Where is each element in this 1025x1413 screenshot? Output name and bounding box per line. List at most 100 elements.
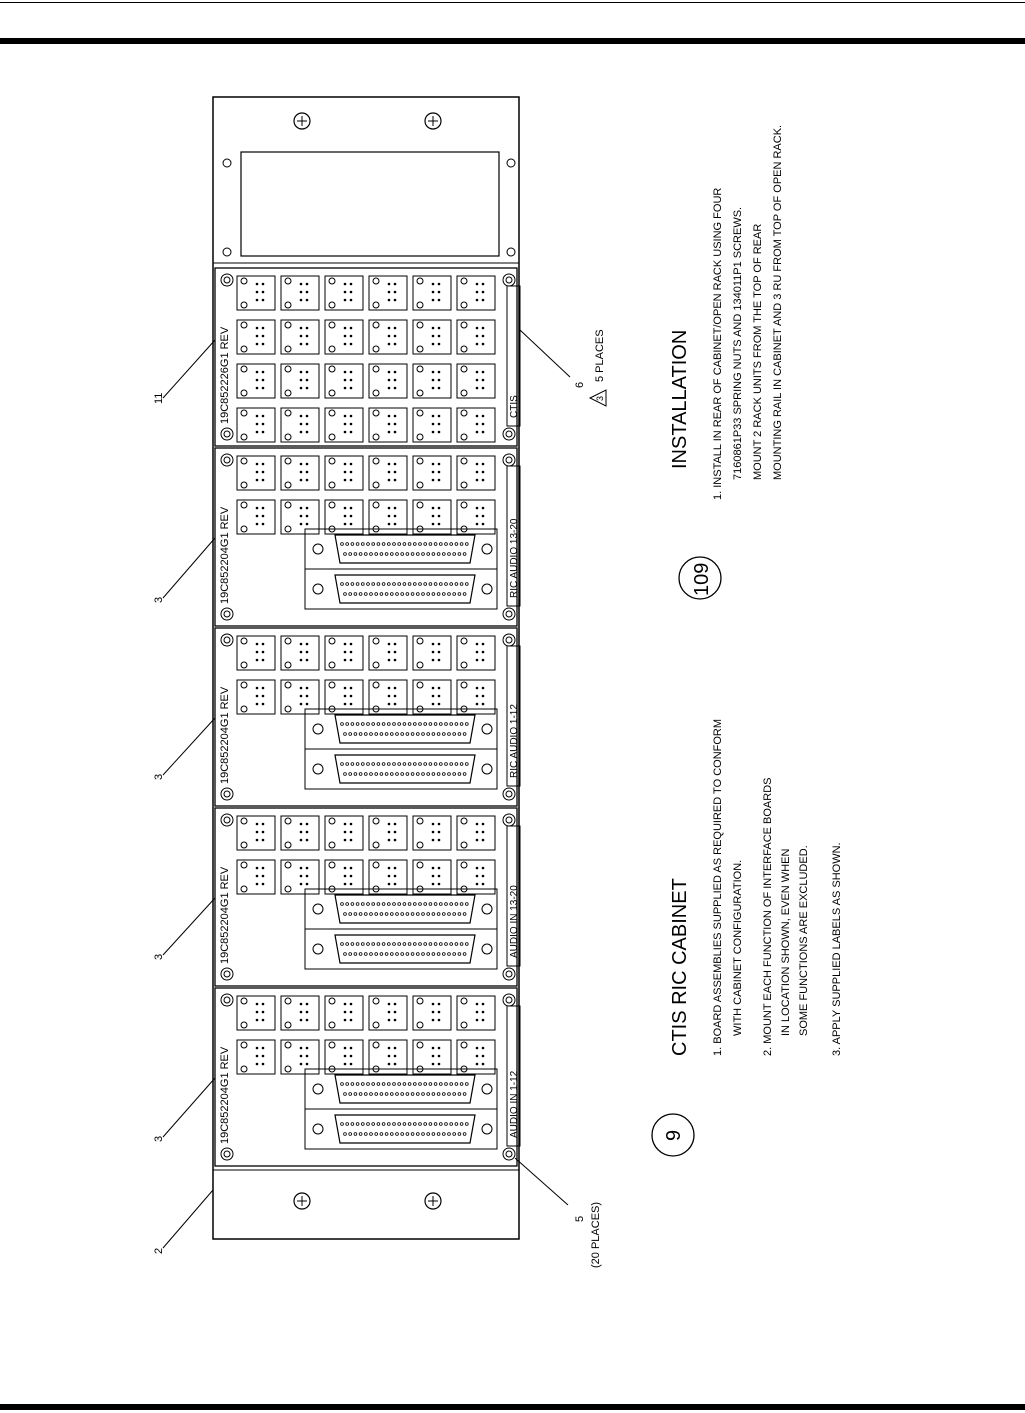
rj-jack-icon bbox=[236, 363, 276, 399]
panel-screw-icon bbox=[502, 993, 516, 1007]
top-mount-area bbox=[222, 112, 516, 257]
cabinet-note-2c: SOME FUNCTIONS ARE EXCLUDED. bbox=[798, 845, 810, 1036]
rj-jack-icon bbox=[368, 455, 408, 491]
rj-jack-icon bbox=[456, 275, 496, 311]
panel-screw-icon bbox=[220, 967, 234, 981]
rj-jack-icon bbox=[368, 275, 408, 311]
rj-jack-icon bbox=[236, 499, 276, 535]
callout-screws: 5 bbox=[574, 1216, 586, 1222]
rack-screw-icon bbox=[293, 112, 311, 130]
callout-frame: 2 bbox=[153, 1248, 165, 1254]
installation-line-3: MOUNT 2 RACK UNITS FROM THE TOP OF REAR bbox=[752, 224, 764, 480]
rj-jack-icon bbox=[280, 275, 320, 311]
callout-labels-note: 5 PLACES bbox=[594, 329, 606, 382]
rj-jack-icon bbox=[412, 275, 452, 311]
rj-jack-icon bbox=[236, 859, 276, 895]
panel-screw-icon bbox=[220, 607, 234, 621]
rj-jack-icon bbox=[280, 455, 320, 491]
panel-screw-icon bbox=[220, 813, 234, 827]
panel-outline bbox=[214, 807, 518, 987]
panel-outline bbox=[214, 627, 518, 807]
panel-part-number: 19C852204G1 REV bbox=[219, 1046, 231, 1144]
cabinet-title: CTIS RIC CABINET bbox=[669, 878, 691, 1056]
panel-screw-icon bbox=[220, 427, 234, 441]
rj-jack-icon bbox=[280, 319, 320, 355]
rj-jack-icon bbox=[412, 455, 452, 491]
rj-jack-icon bbox=[324, 363, 364, 399]
dsub-connector-icon bbox=[304, 568, 498, 610]
panel-screw-icon bbox=[502, 787, 516, 801]
rj-jack-icon bbox=[324, 455, 364, 491]
rj-jack-icon bbox=[236, 407, 276, 443]
rj-jack-icon bbox=[236, 995, 276, 1031]
callout-labels: 6 bbox=[574, 382, 586, 388]
rj-jack-icon bbox=[456, 455, 496, 491]
callout-panel-1: 3 bbox=[153, 1136, 165, 1142]
installation-title: INSTALLATION bbox=[669, 330, 691, 469]
bubble-109: 109 bbox=[678, 556, 722, 600]
top-thin-rule bbox=[0, 2, 1025, 3]
rj-jack-icon bbox=[280, 407, 320, 443]
cabinet-note-3: 3. APPLY SUPPLIED LABELS AS SHOWN. bbox=[831, 842, 843, 1056]
installation-line-2: 7160861P33 SPRING NUTS AND 134011P1 SCRE… bbox=[732, 207, 744, 480]
rj-jack-icon bbox=[456, 499, 496, 535]
board-panel: 19C852204G1 REV AUDIO IN 1-12 bbox=[214, 987, 521, 1167]
rj-jack-icon bbox=[236, 815, 276, 851]
panel-screw-icon bbox=[502, 273, 516, 287]
rj-jack-icon bbox=[456, 635, 496, 671]
panel-outline bbox=[214, 267, 518, 447]
dsub-connector-icon bbox=[304, 1108, 498, 1150]
rj-jack-icon bbox=[280, 995, 320, 1031]
rj-jack-icon bbox=[412, 407, 452, 443]
blank-window bbox=[240, 151, 500, 257]
rack-screw-icon bbox=[424, 1192, 442, 1210]
rj-jack-icon bbox=[456, 363, 496, 399]
rj-jack-icon bbox=[368, 679, 408, 715]
rack-screw-icon bbox=[424, 112, 442, 130]
rj-jack-icon bbox=[280, 679, 320, 715]
rj-jack-icon bbox=[368, 1039, 408, 1075]
rj-jack-icon bbox=[368, 995, 408, 1031]
panel-screw-icon bbox=[502, 427, 516, 441]
rj-jack-icon bbox=[412, 635, 452, 671]
dsub-connector-icon bbox=[304, 748, 498, 790]
rj-jack-icon bbox=[368, 363, 408, 399]
rj-jack-icon bbox=[368, 319, 408, 355]
rj-jack-icon bbox=[412, 319, 452, 355]
callout-screws-note: (20 PLACES) bbox=[590, 1202, 602, 1268]
panel-screw-icon bbox=[220, 633, 234, 647]
installation-line-4: MOUNTING RAIL IN CABINET AND 3 RU FROM T… bbox=[772, 125, 784, 480]
rj-jack-icon bbox=[368, 859, 408, 895]
cabinet-note-1b: WITH CABINET CONFIGURATION. bbox=[732, 860, 744, 1036]
panel-label-box bbox=[506, 285, 521, 427]
rj-jack-icon bbox=[324, 859, 364, 895]
panel-screw-icon bbox=[220, 273, 234, 287]
rj-jack-icon bbox=[324, 635, 364, 671]
rj-jack-icon bbox=[236, 455, 276, 491]
rj-jack-icon bbox=[368, 815, 408, 851]
bubble-109-text: 109 bbox=[691, 563, 713, 596]
top-thick-rule bbox=[0, 38, 1025, 44]
labels-ref-number: 3 bbox=[595, 396, 605, 401]
panel-label: CTIS bbox=[509, 395, 520, 418]
rj-jack-icon bbox=[456, 995, 496, 1031]
panel-part-number: 19C852204G1 REV bbox=[219, 686, 231, 784]
rj-jack-icon bbox=[280, 1039, 320, 1075]
bottom-thick-rule bbox=[0, 1404, 1025, 1410]
panel-screw-icon bbox=[220, 453, 234, 467]
panel-screw-icon bbox=[502, 1147, 516, 1161]
callout-panel-2: 3 bbox=[153, 954, 165, 960]
rj-jack-icon bbox=[412, 679, 452, 715]
rj-jack-icon bbox=[412, 363, 452, 399]
dsub-connector-icon bbox=[304, 928, 498, 970]
dsub-connector-icon bbox=[304, 888, 498, 930]
bottom-mount-area bbox=[293, 1192, 442, 1210]
panel-label: AUDIO IN 1-12 bbox=[509, 1070, 520, 1138]
callout-panel-3: 3 bbox=[153, 774, 165, 780]
panel-screw-icon bbox=[502, 453, 516, 467]
